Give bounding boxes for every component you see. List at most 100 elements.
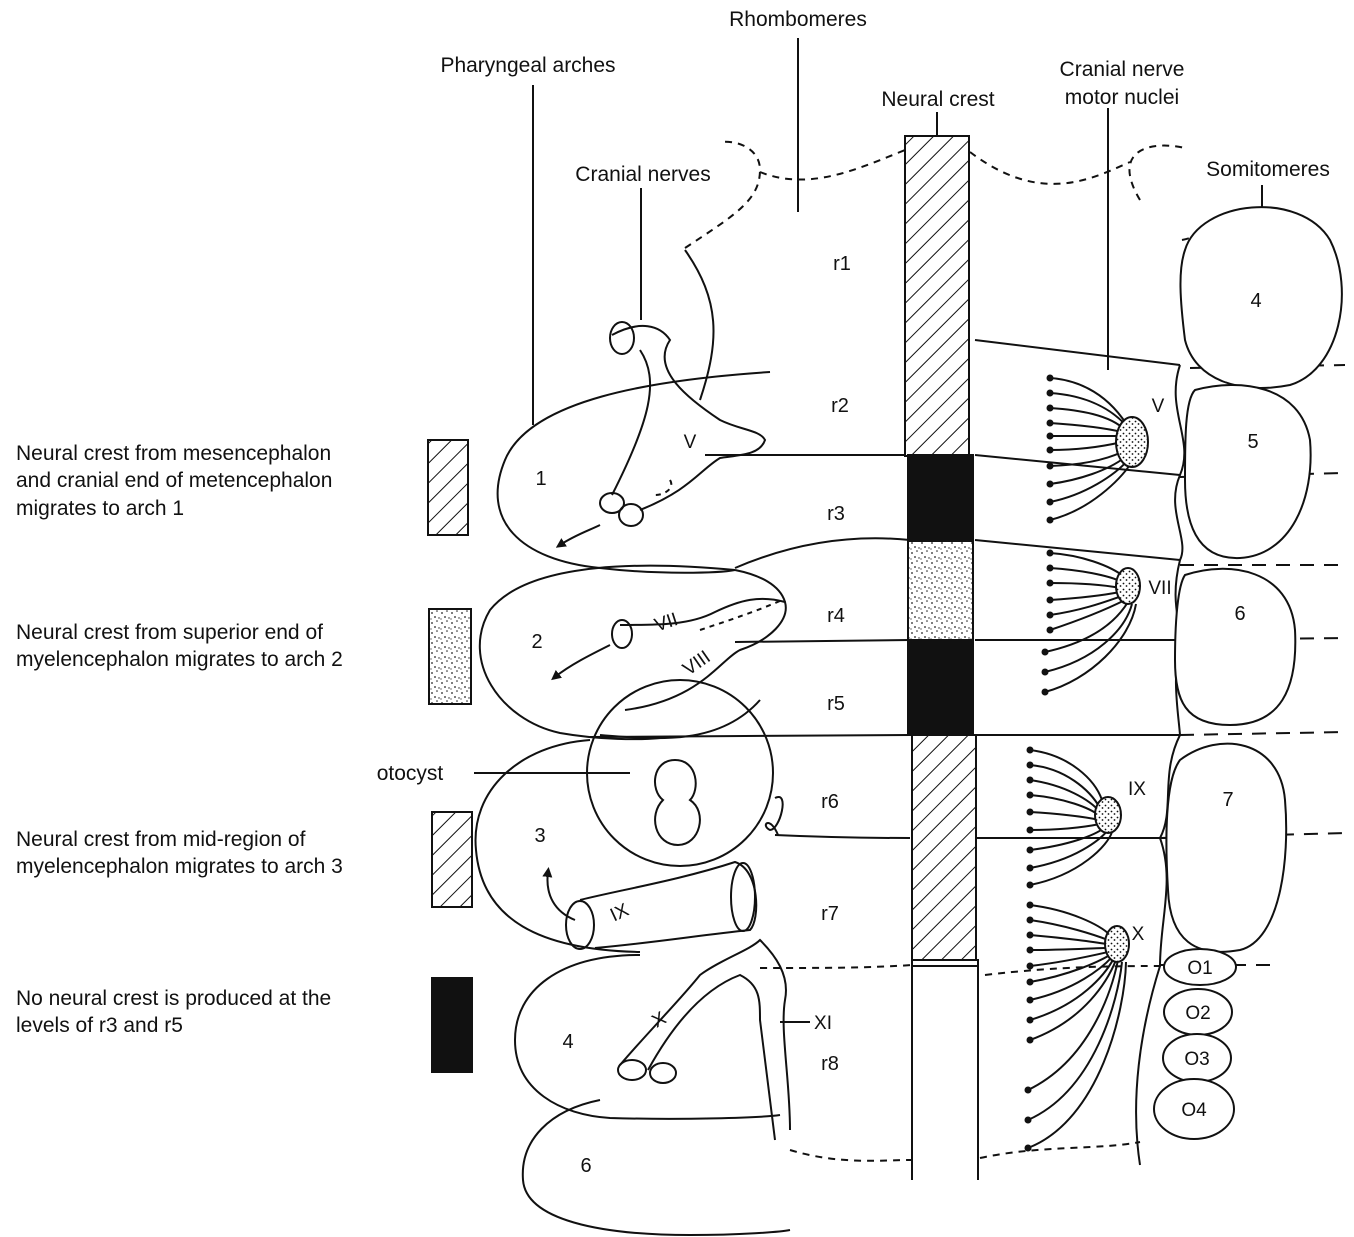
pharyngeal-arches-label: Pharyngeal arches — [440, 54, 615, 77]
arch-1-migration-arrow — [555, 524, 601, 548]
r3-r4-boundary-right — [974, 539, 1181, 561]
somitomere-7 — [1165, 742, 1288, 953]
nerve-v-inner-edge — [611, 349, 651, 496]
arch-3-migration-arrow — [542, 867, 576, 921]
legend-1-line-3: migrates to arch 1 — [16, 497, 184, 520]
somitomere-4 — [1179, 206, 1343, 389]
arch-1 — [496, 371, 771, 574]
occipital-o3-label: O3 — [1184, 1049, 1209, 1070]
motor-nucleus-v-label: V — [1152, 396, 1165, 417]
somitomere-4-label: 4 — [1250, 290, 1261, 312]
motor-nucleus-vii — [1115, 567, 1141, 605]
r1-r2-boundary-right — [974, 339, 1181, 366]
nerve-v-dashed-fork — [654, 479, 673, 496]
dashed-outline-top-left — [759, 149, 906, 181]
arch-1-label: 1 — [535, 468, 546, 490]
arch-2-migration-arrow — [551, 644, 611, 681]
r3-r4-boundary-left — [734, 537, 911, 569]
nerve-v-outline — [611, 324, 767, 511]
rhombomeres-label: Rhombomeres — [729, 8, 867, 31]
r7-r8-boundary-left — [759, 964, 913, 969]
legend-swatch-hatch-1 — [427, 439, 469, 536]
dashed-outline-bottom-left — [789, 1149, 913, 1162]
arch-6-label: 6 — [580, 1155, 591, 1177]
nerve-xi-label: XI — [814, 1013, 832, 1034]
nerve-ix-outline — [579, 860, 758, 949]
motor-nucleus-x-label: X — [1132, 924, 1145, 945]
somitomere-7-label: 7 — [1222, 789, 1233, 811]
somitomere-6 — [1173, 567, 1297, 727]
otocyst-top-arc — [599, 699, 761, 740]
nerve-ix-cut — [565, 900, 595, 950]
nerve-v-label: V — [684, 432, 697, 453]
rhombomere-r7-label: r7 — [821, 903, 839, 925]
arch-3 — [474, 739, 641, 953]
legend-4-line-2: levels of r3 and r5 — [16, 1014, 183, 1037]
rhombomere-r1-label: r1 — [833, 253, 851, 275]
otocyst-ring — [586, 679, 774, 867]
nerve-x-outline — [619, 938, 791, 1131]
motor-nuclei-label-line1: Cranial nerve — [1060, 58, 1185, 81]
motor-nucleus-ix — [1094, 796, 1122, 834]
r6-hook — [764, 795, 784, 836]
nerve-v-branch-b — [618, 503, 644, 527]
somitomere-6-label: 6 — [1234, 603, 1245, 625]
r1-left-outline — [684, 249, 715, 401]
nerve-v-root-cut — [609, 321, 635, 355]
neural-crest-hatch-r6-r7 — [911, 734, 977, 961]
arch-2 — [478, 564, 736, 741]
somitomere-5 — [1183, 384, 1312, 560]
arch-2-label: 2 — [531, 631, 542, 653]
otocyst-lumen — [654, 758, 701, 847]
nerve-ix-distal-cut — [730, 862, 756, 932]
neural-crest-label: Neural crest — [881, 88, 994, 111]
rhombomere-r6-label: r6 — [821, 791, 839, 813]
nerve-vii-label: VII — [652, 609, 681, 636]
nerve-vii-viii-outline — [619, 597, 787, 711]
occipital-o1-label: O1 — [1187, 958, 1212, 979]
motor-nucleus-v — [1115, 416, 1149, 468]
cranial-nerves-label: Cranial nerves — [575, 163, 710, 186]
neural-crest-solid-r3 — [907, 454, 974, 542]
rhombomere-r3-label: r3 — [827, 503, 845, 525]
nerve-x-cut-a — [617, 1059, 647, 1081]
legend-swatch-hatch-3 — [431, 811, 473, 908]
dashed-outline-top-right — [969, 151, 1131, 185]
r5-r6-boundary-left — [589, 734, 911, 738]
legend-swatch-solid — [431, 977, 473, 1073]
somitomere-5-label: 5 — [1247, 431, 1258, 453]
neural-crest-solid-r5 — [907, 639, 974, 736]
legend-2-line-2: myelencephalon migrates to arch 2 — [16, 648, 343, 671]
motor-nucleus-x-fibers — [1027, 904, 1127, 1149]
legend-4-line-1: No neural crest is produced at the — [16, 987, 331, 1010]
legend-1-line-2: and cranial end of metencephalon — [16, 469, 332, 492]
dashed-outline-left — [684, 140, 762, 249]
r6-r7-boundary-left — [774, 834, 911, 839]
right-lateral-outline — [1135, 364, 1186, 1166]
legend-3-line-1: Neural crest from mid-region of — [16, 828, 306, 851]
motor-nucleus-x — [1104, 925, 1130, 963]
somitomeres-label: Somitomeres — [1206, 158, 1330, 181]
r2-r3-boundary-right — [974, 454, 1181, 476]
nerve-x-inner — [647, 973, 776, 1141]
rhombomere-r2-label: r2 — [831, 395, 849, 417]
nerve-ix-label: IX — [607, 900, 632, 927]
otocyst-label: otocyst — [377, 762, 444, 785]
dashed-outline-bottom-right — [979, 1141, 1141, 1159]
motor-nuclei-label-line2: motor nuclei — [1065, 86, 1179, 109]
motor-nucleus-vii-label: VII — [1148, 578, 1171, 599]
neural-crest-end — [911, 959, 979, 967]
dash-r5-r6 — [1179, 731, 1346, 736]
occipital-somite-o4 — [1153, 1078, 1235, 1140]
legend-2-line-1: Neural crest from superior end of — [16, 621, 323, 644]
dashed-outline-right-cap — [1128, 144, 1186, 201]
neural-crest-stipple-r4 — [907, 540, 974, 641]
occipital-o2-label: O2 — [1185, 1003, 1210, 1024]
arch-3-label: 3 — [534, 825, 545, 847]
occipital-o4-label: O4 — [1181, 1100, 1207, 1121]
arch-4-label: 4 — [562, 1031, 573, 1053]
legend-swatch-stipple — [428, 608, 472, 705]
arch-6 — [521, 1099, 791, 1237]
occipital-somite-o1 — [1163, 948, 1237, 986]
